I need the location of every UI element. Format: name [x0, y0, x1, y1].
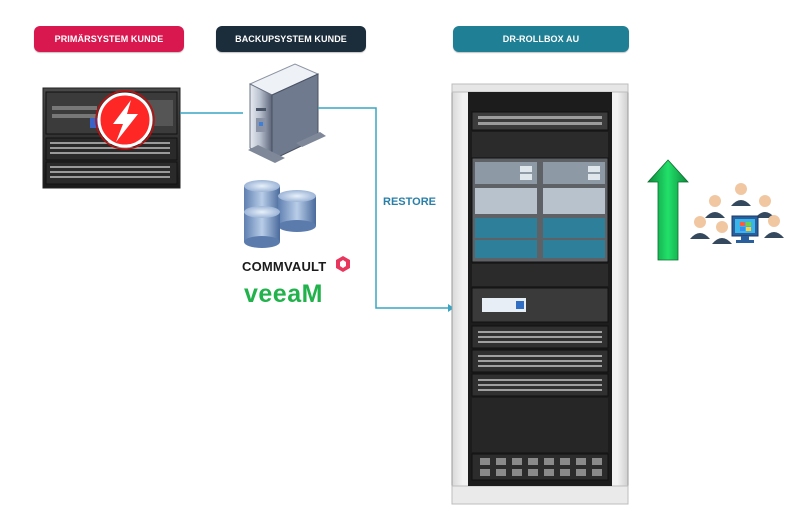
dr-rollbox-header-label: DR-ROLLBOX AU: [502, 34, 580, 44]
user-icon: [712, 221, 732, 244]
primary-system-header: PRIMÄRSYSTEM KUNDE: [34, 26, 184, 52]
lightning-bolt-icon: [95, 90, 155, 150]
backup-system-header-label: BACKUPSYSTEM KUNDE: [235, 34, 347, 44]
restore-connector-line: [318, 107, 448, 309]
user-icon: [705, 195, 725, 218]
commvault-logo-icon: [336, 256, 350, 272]
user-icon: [690, 216, 710, 239]
dr-rollbox-rack: [451, 83, 629, 505]
dr-rollbox-header: DR-ROLLBOX AU: [453, 26, 629, 52]
windows-monitor-icon: [731, 215, 759, 243]
user-group-icon: [690, 183, 784, 244]
backup-server-tower: [248, 63, 326, 163]
user-icon: [764, 215, 784, 238]
database-stack-icon: [244, 180, 316, 248]
user-icon: [755, 195, 775, 218]
primary-system-header-label: PRIMÄRSYSTEM KUNDE: [54, 34, 164, 44]
restore-label: RESTORE: [383, 196, 436, 208]
commvault-logo-text: COMMVAULT: [242, 259, 327, 274]
restore-arrowhead-icon: [448, 304, 454, 312]
veeam-logo-text: veeaM: [244, 280, 323, 308]
backup-system-header: BACKUPSYSTEM KUNDE: [216, 26, 366, 52]
user-icon: [731, 183, 751, 206]
green-up-arrow-icon: [647, 159, 689, 261]
